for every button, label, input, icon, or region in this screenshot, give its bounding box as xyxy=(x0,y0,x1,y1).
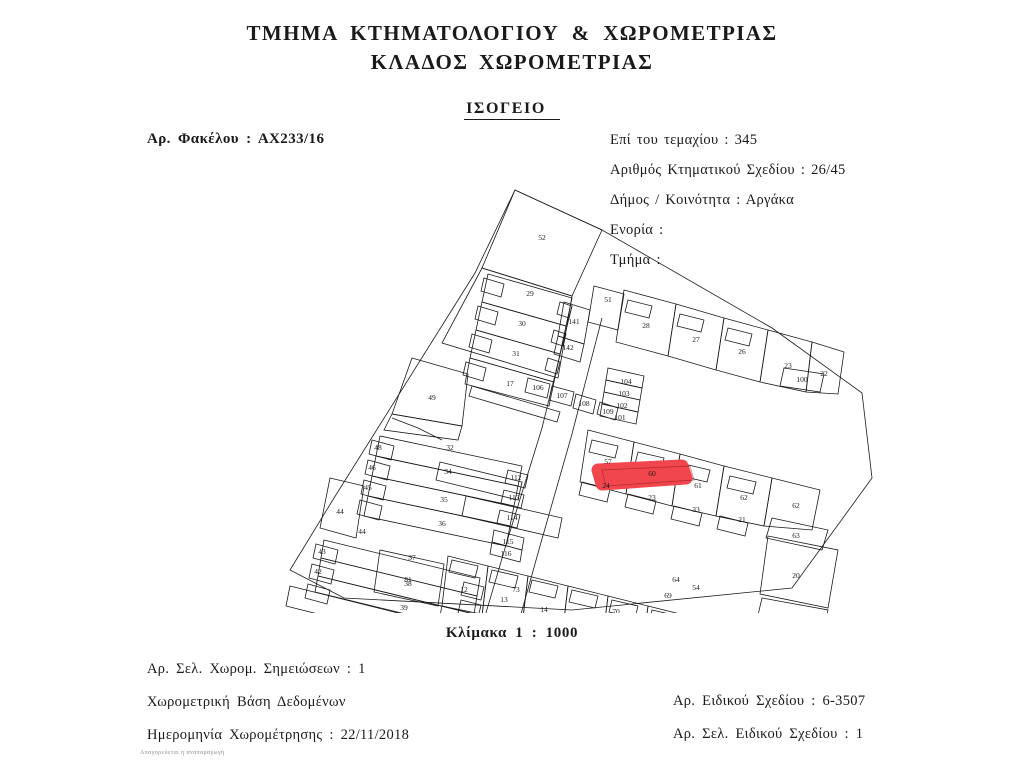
svg-text:70: 70 xyxy=(612,607,620,613)
svg-text:114: 114 xyxy=(507,513,518,522)
map-parcel-labels: 52 29 30 31 17 49 48 46 45 44 32 34 35 3… xyxy=(314,233,828,613)
svg-text:23: 23 xyxy=(648,493,656,502)
svg-text:40: 40 xyxy=(364,611,372,613)
svg-text:45: 45 xyxy=(364,483,372,492)
svg-text:32: 32 xyxy=(446,443,454,452)
footer-right-block: Αρ. Ειδικού Σχεδίου : 6-3507 Αρ. Σελ. Ει… xyxy=(673,693,865,759)
svg-text:46: 46 xyxy=(368,463,376,472)
svg-text:20: 20 xyxy=(792,571,800,580)
svg-text:52: 52 xyxy=(538,233,546,242)
svg-text:81: 81 xyxy=(404,575,412,584)
svg-text:64: 64 xyxy=(672,575,680,584)
svg-text:31: 31 xyxy=(512,349,520,358)
parcel-field: Επί του τεμαχίου : 345 xyxy=(610,132,758,148)
document-title-block: ΤΜΗΜΑ ΚΤΗΜΑΤΟΛΟΓΙΟΥ & ΧΩΡΟΜΕΤΡΙΑΣ ΚΛΑΔΟΣ… xyxy=(0,20,1024,77)
svg-text:141: 141 xyxy=(568,317,580,326)
svg-text:106: 106 xyxy=(532,383,544,392)
svg-text:34: 34 xyxy=(444,467,452,476)
svg-text:107: 107 xyxy=(556,391,568,400)
svg-text:60: 60 xyxy=(648,469,656,478)
parcel-meta-block: Επί του τεμαχίου : 345 Αριθμός Κτηματικο… xyxy=(610,132,846,282)
reproduction-disclaimer: Απαγορεύεται η αναπαραγωγή xyxy=(140,750,225,756)
file-number-field: Αρ. Φακέλου : ΑΧ233/16 xyxy=(147,131,324,148)
special-plan-page-field: Αρ. Σελ. Ειδικού Σχεδίου : 1 xyxy=(673,726,864,742)
department-title-line-2: ΚΛΑΔΟΣ ΧΩΡΟΜΕΤΡΙΑΣ xyxy=(370,50,654,75)
map-linework xyxy=(285,189,873,613)
municipality-field: Δήμος / Κοινότητα : Αργάκα xyxy=(610,192,794,208)
svg-text:101: 101 xyxy=(614,413,626,422)
svg-text:62: 62 xyxy=(740,493,748,502)
svg-text:109: 109 xyxy=(602,407,614,416)
svg-text:62: 62 xyxy=(792,501,800,510)
svg-text:43: 43 xyxy=(318,547,326,556)
svg-text:102: 102 xyxy=(616,401,628,410)
svg-text:24: 24 xyxy=(602,481,610,490)
svg-text:38: 38 xyxy=(404,579,412,588)
svg-text:37: 37 xyxy=(408,553,416,562)
department-title-line-1: ΤΜΗΜΑ ΚΤΗΜΑΤΟΛΟΓΙΟΥ & ΧΩΡΟΜΕΤΡΙΑΣ xyxy=(246,21,778,45)
svg-text:22: 22 xyxy=(820,369,828,378)
map-scale: Κλίμακα 1 : 1000 xyxy=(0,625,1024,642)
svg-text:104: 104 xyxy=(620,377,632,386)
cadastral-map: 52 29 30 31 17 49 48 46 45 44 32 34 35 3… xyxy=(272,178,892,613)
svg-text:26: 26 xyxy=(738,347,746,356)
svg-text:57: 57 xyxy=(604,457,612,466)
floor-subtitle-text: ΙΣΟΓΕΙΟ xyxy=(464,100,560,120)
svg-text:27: 27 xyxy=(692,335,700,344)
svg-text:28: 28 xyxy=(642,321,650,330)
svg-text:51: 51 xyxy=(604,295,612,304)
svg-text:49: 49 xyxy=(428,393,436,402)
survey-notes-page-field: Αρ. Σελ. Χωρομ. Σημειώσεων : 1 xyxy=(147,661,366,677)
svg-text:30: 30 xyxy=(518,319,526,328)
svg-text:12: 12 xyxy=(460,585,468,594)
svg-text:29: 29 xyxy=(526,289,534,298)
cadastral-plan-number-field: Αριθμός Κτηματικού Σχεδίου : 26/45 xyxy=(610,162,846,178)
svg-text:103: 103 xyxy=(618,389,630,398)
svg-text:116: 116 xyxy=(501,549,512,558)
svg-text:113: 113 xyxy=(509,493,520,502)
cadastral-map-svg: 52 29 30 31 17 49 48 46 45 44 32 34 35 3… xyxy=(285,189,873,613)
svg-text:42: 42 xyxy=(314,567,322,576)
svg-text:63: 63 xyxy=(792,531,800,540)
highlighted-parcel-outline xyxy=(601,465,695,487)
footer-left-block: Αρ. Σελ. Χωρομ. Σημειώσεων : 1 Χωρομετρι… xyxy=(147,661,409,760)
svg-text:61: 61 xyxy=(694,481,702,490)
file-number-text: Αρ. Φακέλου : ΑΧ233/16 xyxy=(147,131,325,147)
parish-field: Ενορία : xyxy=(610,222,664,238)
svg-text:36: 36 xyxy=(438,519,446,528)
svg-text:142: 142 xyxy=(562,343,574,352)
svg-text:33: 33 xyxy=(692,505,700,514)
svg-text:115: 115 xyxy=(503,537,514,546)
svg-text:48: 48 xyxy=(374,443,382,452)
survey-database-field: Χωρομετρική Βάση Δεδομένων xyxy=(147,694,346,710)
svg-text:35: 35 xyxy=(440,495,448,504)
svg-text:73: 73 xyxy=(512,585,520,594)
svg-text:100: 100 xyxy=(796,375,808,384)
svg-text:44: 44 xyxy=(358,527,366,536)
svg-text:21: 21 xyxy=(738,515,746,524)
survey-date-field: Ημερομηνία Χωρομέτρησης : 22/11/2018 xyxy=(147,727,410,743)
svg-text:13: 13 xyxy=(500,595,508,604)
svg-text:108: 108 xyxy=(578,399,590,408)
map-scale-text: Κλίμακα 1 : 1000 xyxy=(445,625,579,641)
svg-text:54: 54 xyxy=(692,583,700,592)
svg-text:112: 112 xyxy=(511,473,522,482)
svg-text:44: 44 xyxy=(336,507,344,516)
special-plan-number-field: Αρ. Ειδικού Σχεδίου : 6-3507 xyxy=(673,693,866,709)
svg-text:39: 39 xyxy=(400,603,408,612)
svg-text:14: 14 xyxy=(540,605,548,613)
svg-text:23: 23 xyxy=(784,361,792,370)
svg-text:69: 69 xyxy=(664,591,672,600)
floor-subtitle: ΙΣΟΓΕΙΟ xyxy=(0,100,1024,120)
svg-text:17: 17 xyxy=(506,379,514,388)
